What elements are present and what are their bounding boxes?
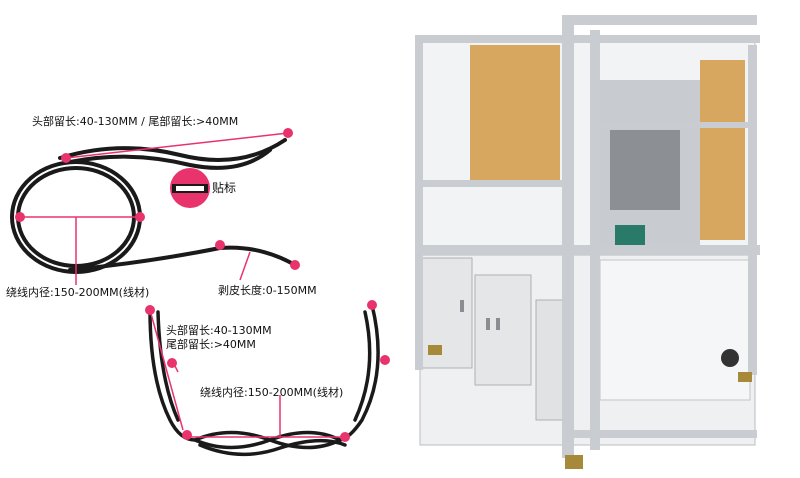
strip-length-label: 剥皮长度:0-150MM — [218, 284, 317, 297]
bottom-head-length-label: 头部留长:40-130MM — [166, 324, 272, 337]
top-lengths-label: 头部留长:40-130MM / 尾部留长:>40MM — [32, 115, 239, 128]
bottom-tail-length-label: 尾部留长:>40MM — [166, 338, 256, 351]
machine-photo — [415, 15, 760, 469]
sticker-callout — [170, 168, 210, 208]
top-markers — [15, 128, 300, 270]
top-cable-coil — [10, 138, 297, 274]
bottom-coil-inner-diameter-label: 绕线内径:150-200MM(线材) — [200, 386, 344, 399]
coil-inner-diameter-label: 绕线内径:150-200MM(线材) — [6, 286, 150, 299]
sticker-label: 贴标 — [212, 181, 237, 195]
top-measure-lines — [20, 132, 289, 285]
bottom-markers — [145, 300, 390, 442]
